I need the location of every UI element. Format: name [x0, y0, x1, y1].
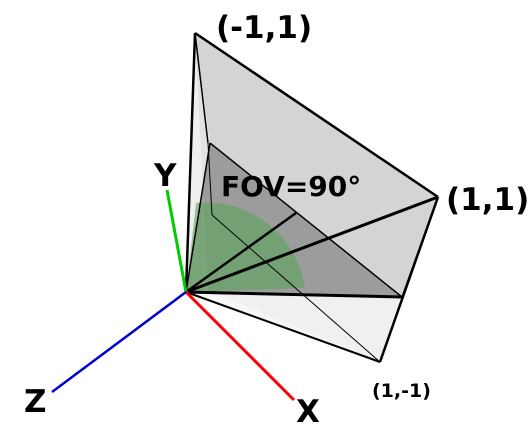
x-axis — [184, 290, 296, 402]
y-axis-label: Y — [153, 158, 177, 194]
x-axis-label: X — [296, 394, 320, 430]
frustum-side-face-left — [186, 33, 210, 292]
fov-label: FOV=90° — [221, 170, 361, 203]
corner-bottom-label: (1,-1) — [372, 380, 431, 402]
frustum-edges — [184, 31, 440, 363]
z-axis-label: Z — [24, 384, 46, 420]
frustum-side-face-bottom — [186, 292, 402, 362]
corner-top-left-label: (-1,1) — [216, 10, 312, 46]
z-axis — [51, 290, 187, 394]
y-axis — [165, 189, 188, 293]
corner-right-label: (1,1) — [446, 182, 529, 218]
